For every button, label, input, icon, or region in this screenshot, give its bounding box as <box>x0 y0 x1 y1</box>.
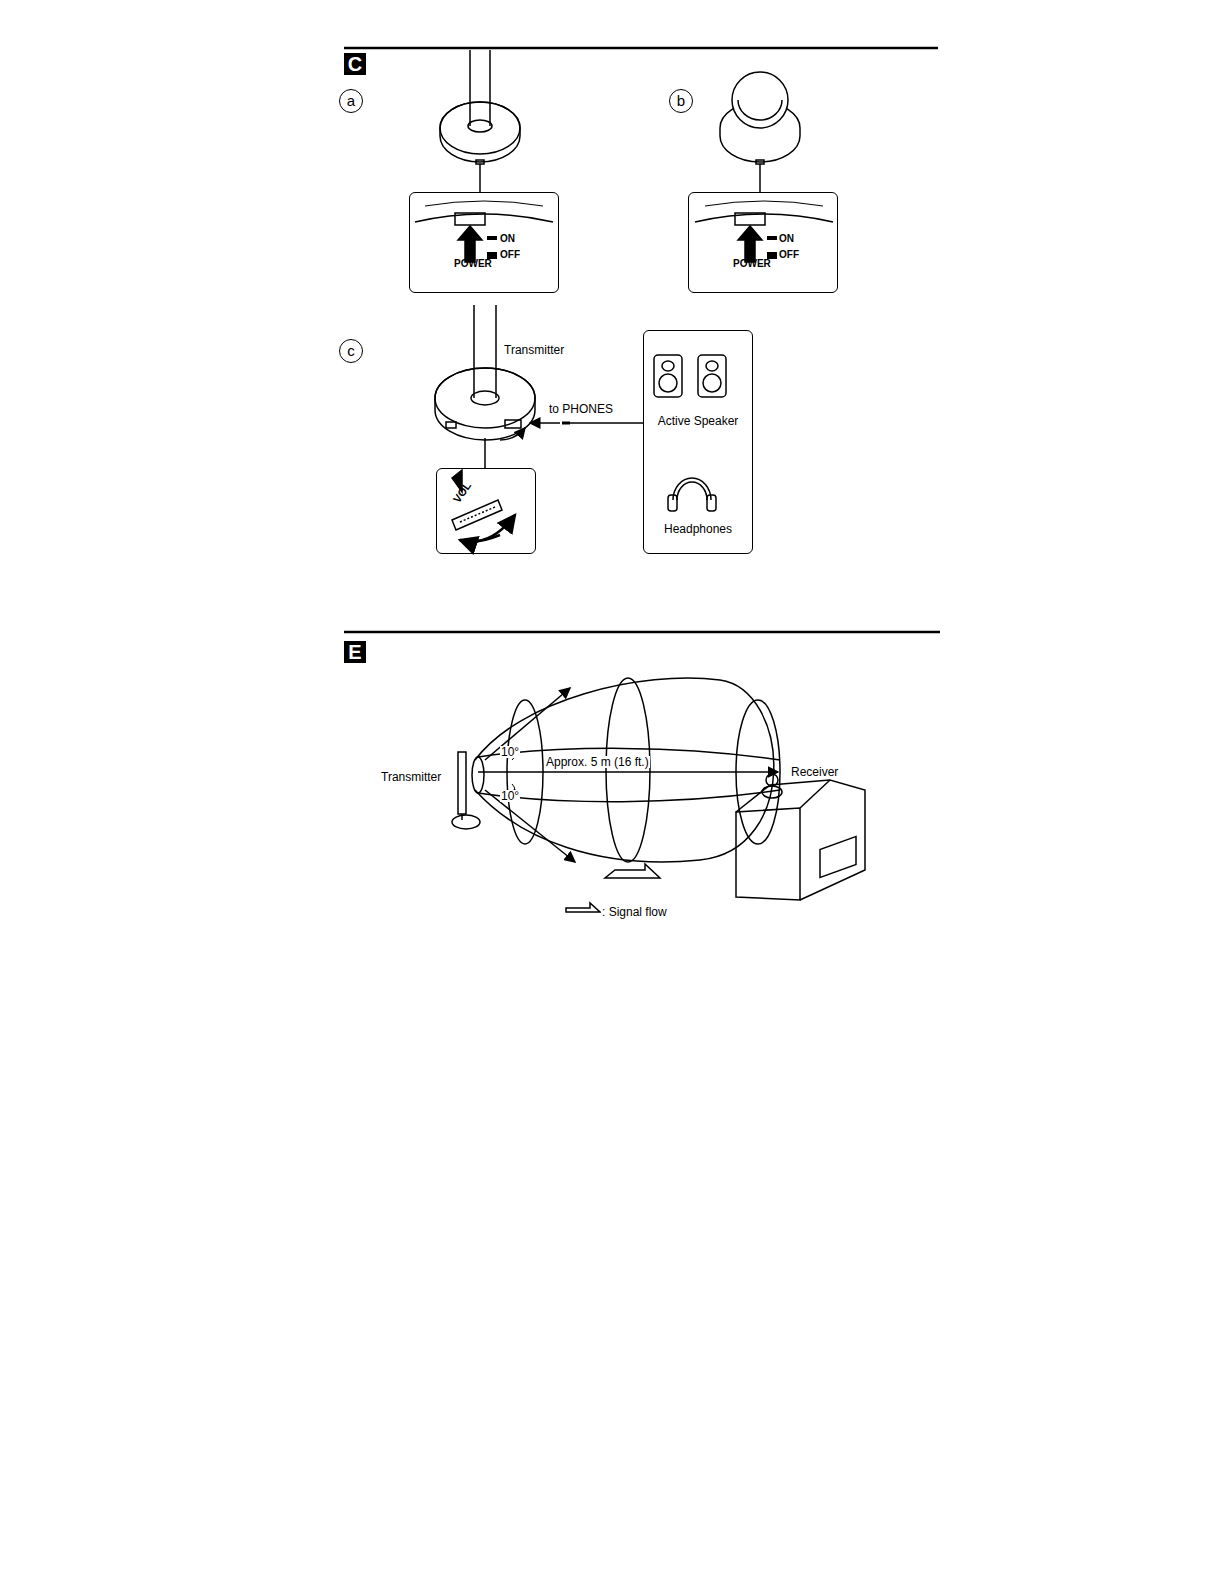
legend-text: : Signal flow <box>601 906 668 918</box>
callout-box: ON OFF POWER <box>688 192 838 293</box>
component-label: Transmitter <box>503 344 565 356</box>
callout-box: ON OFF POWER <box>409 192 559 293</box>
callout-letter: c <box>339 339 363 363</box>
callout-letter: c <box>347 343 355 358</box>
section-heading: C <box>344 53 366 75</box>
angle-label: 10° <box>500 790 520 802</box>
control-label: VOL <box>451 480 473 505</box>
volume-wheel <box>452 470 515 542</box>
callout-letter: a <box>339 89 363 113</box>
heading-letter: C <box>348 54 362 74</box>
speakers <box>654 355 726 397</box>
callout-letter: b <box>669 89 693 113</box>
component-label: Transmitter <box>380 771 442 783</box>
callout-letter: b <box>677 93 685 108</box>
headphones <box>668 478 716 511</box>
callout-box: VOL <box>436 468 536 554</box>
transmitter-device <box>435 305 644 468</box>
dimension-label: Approx. 5 m (16 ft.) <box>545 756 650 768</box>
switch-label: ON <box>779 234 794 244</box>
switch-label: OFF <box>500 250 520 260</box>
power-switch <box>415 201 833 262</box>
television <box>736 774 865 900</box>
receiver-device <box>720 72 800 192</box>
switch-label: OFF <box>779 250 799 260</box>
heading-letter: E <box>348 642 361 662</box>
callout-letter: a <box>347 93 355 108</box>
device-label: Active Speaker <box>644 415 752 427</box>
angle-label: 10° <box>500 746 520 758</box>
transmitter-device <box>440 50 520 192</box>
switch-label: POWER <box>454 259 492 269</box>
switch-label: ON <box>500 234 515 244</box>
coverage-area <box>472 678 780 878</box>
switch-label: POWER <box>733 259 771 269</box>
device-label: Headphones <box>644 523 752 535</box>
section-heading: E <box>344 641 366 663</box>
connector-label: to PHONES <box>548 403 614 415</box>
component-label: Receiver <box>790 766 839 778</box>
output-box: Active SpeakerHeadphones <box>643 330 753 554</box>
